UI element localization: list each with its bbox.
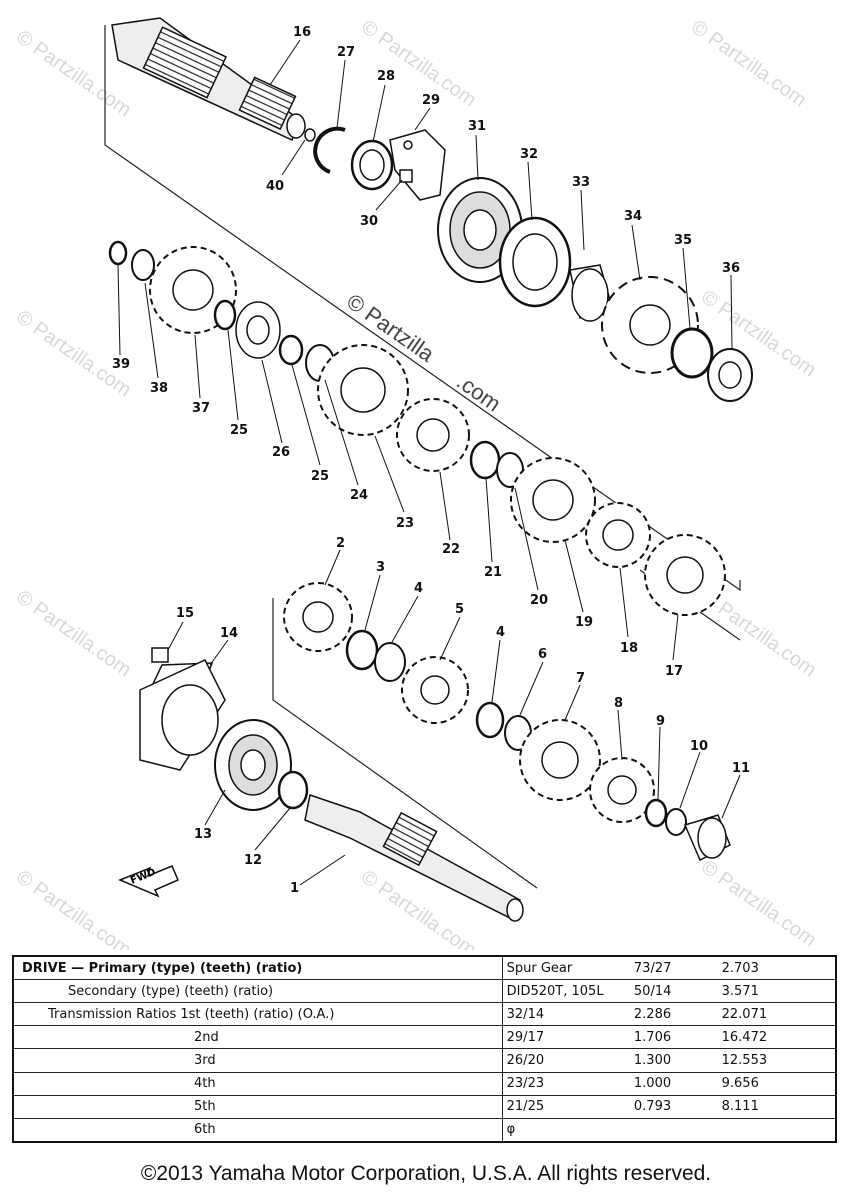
- callout-20: 20: [530, 593, 548, 608]
- watermark: © Partzilla.com: [12, 306, 135, 401]
- watermark: © Partzilla.com: [697, 856, 820, 950]
- spec-value: 3.571: [717, 979, 836, 1003]
- spec-value: 23/23: [502, 1071, 630, 1096]
- callout-22: 22: [442, 542, 460, 557]
- table-row: 6th φ: [13, 1117, 836, 1142]
- spec-label: 6th: [13, 1117, 503, 1142]
- watermark: © Partzilla.com: [687, 16, 810, 111]
- spec-value: 2.703: [717, 955, 836, 980]
- spec-label: 3rd: [13, 1048, 503, 1073]
- spec-value: 9.656: [717, 1071, 836, 1096]
- spec-value: 2.286: [629, 1002, 718, 1026]
- callout-10: 10: [690, 739, 708, 754]
- callout-8: 8: [614, 696, 623, 711]
- callout-30: 30: [360, 214, 378, 229]
- spec-value: 73/27: [629, 955, 718, 980]
- spec-value: 22.071: [717, 1002, 836, 1026]
- callout-6: 6: [538, 647, 547, 662]
- callout-1: 1: [290, 881, 299, 896]
- spec-value: [629, 1117, 718, 1142]
- callout-2: 2: [336, 536, 345, 551]
- middle-row-gears: [108, 240, 726, 616]
- callout-5: 5: [455, 602, 464, 617]
- callout-4: 4: [414, 581, 423, 596]
- lower-row-gears: [283, 582, 731, 862]
- watermark: © Partzilla.com: [12, 586, 135, 681]
- callout-24: 24: [350, 488, 368, 503]
- copyright-notice: ©2013 Yamaha Motor Corporation, U.S.A. A…: [140, 1162, 712, 1185]
- callout-28: 28: [377, 69, 395, 84]
- callout-12: 12: [244, 853, 262, 868]
- callout-4: 4: [496, 625, 505, 640]
- table-row: 5th 21/25 0.793 8.111: [13, 1094, 836, 1119]
- spec-value: 16.472: [717, 1025, 836, 1049]
- spec-label: Secondary (type) (teeth) (ratio): [13, 979, 503, 1003]
- callout-17: 17: [665, 664, 683, 679]
- table-row: Transmission Ratios 1st (teeth) (ratio) …: [13, 1002, 836, 1026]
- callout-25: 25: [311, 469, 329, 484]
- callout-labels: 16 27 28 29 40 30 31 32 33 34 35 36 39 3…: [112, 25, 750, 896]
- callout-34: 34: [624, 209, 642, 224]
- spec-label: DRIVE — Primary (type) (teeth) (ratio): [13, 955, 503, 980]
- callout-31: 31: [468, 119, 486, 134]
- callout-33: 33: [572, 175, 590, 190]
- drive-axle: [111, 17, 316, 142]
- spec-label: 2nd: [13, 1025, 503, 1049]
- callout-21: 21: [484, 565, 502, 580]
- callout-16: 16: [293, 25, 311, 40]
- top-row-parts: [313, 126, 753, 402]
- main-axle-assembly: [118, 647, 524, 922]
- spec-value: 29/17: [502, 1025, 630, 1049]
- spec-value: 1.000: [629, 1071, 718, 1096]
- spec-value: 21/25: [502, 1094, 630, 1119]
- transmission-exploded-diagram: © Partzilla.com © Partzilla.com © Partzi…: [12, 16, 820, 950]
- callout-14: 14: [220, 626, 238, 641]
- watermark: © Partzilla.com: [357, 16, 480, 111]
- callout-25: 25: [230, 423, 248, 438]
- callout-39: 39: [112, 357, 130, 372]
- spec-value: 1.300: [629, 1048, 718, 1073]
- watermark: © Partzilla.com: [12, 866, 135, 950]
- spec-label: 4th: [13, 1071, 503, 1096]
- callout-3: 3: [376, 560, 385, 575]
- spec-value: DID520T, 105L: [502, 979, 630, 1003]
- table-row: 4th 23/23 1.000 9.656: [13, 1071, 836, 1096]
- spec-value: 26/20: [502, 1048, 630, 1073]
- callout-26: 26: [272, 445, 290, 460]
- spec-value: 12.553: [717, 1048, 836, 1073]
- spec-label: Transmission Ratios 1st (teeth) (ratio) …: [13, 1002, 503, 1026]
- leader-lines: [117, 39, 741, 886]
- callout-32: 32: [520, 147, 538, 162]
- callout-13: 13: [194, 827, 212, 842]
- callout-18: 18: [620, 641, 638, 656]
- callout-37: 37: [192, 401, 210, 416]
- callout-9: 9: [656, 714, 665, 729]
- callout-29: 29: [422, 93, 440, 108]
- callout-40: 40: [266, 179, 284, 194]
- spec-value: 8.111: [717, 1094, 836, 1119]
- callout-15: 15: [176, 606, 194, 621]
- callout-27: 27: [337, 45, 355, 60]
- spec-value: [717, 1117, 836, 1142]
- callout-35: 35: [674, 233, 692, 248]
- table-row: Secondary (type) (teeth) (ratio) DID520T…: [13, 979, 836, 1003]
- callout-11: 11: [732, 761, 750, 776]
- spec-value: φ: [502, 1117, 630, 1142]
- callout-19: 19: [575, 615, 593, 630]
- callout-38: 38: [150, 381, 168, 396]
- callout-7: 7: [576, 671, 585, 686]
- callout-23: 23: [396, 516, 414, 531]
- spec-value: 1.706: [629, 1025, 718, 1049]
- gear-ratio-table: DRIVE — Primary (type) (teeth) (ratio) S…: [12, 955, 837, 1143]
- callout-36: 36: [722, 261, 740, 276]
- table-row: DRIVE — Primary (type) (teeth) (ratio) S…: [13, 955, 836, 980]
- spec-value: 0.793: [629, 1094, 718, 1119]
- spec-value: 50/14: [629, 979, 718, 1003]
- spec-value: 32/14: [502, 1002, 630, 1026]
- spec-label: 5th: [13, 1094, 503, 1119]
- watermark-center: .com: [452, 369, 505, 417]
- table-row: 2nd 29/17 1.706 16.472: [13, 1025, 836, 1049]
- spec-value: Spur Gear: [502, 955, 630, 980]
- table-row: 3rd 26/20 1.300 12.553: [13, 1048, 836, 1073]
